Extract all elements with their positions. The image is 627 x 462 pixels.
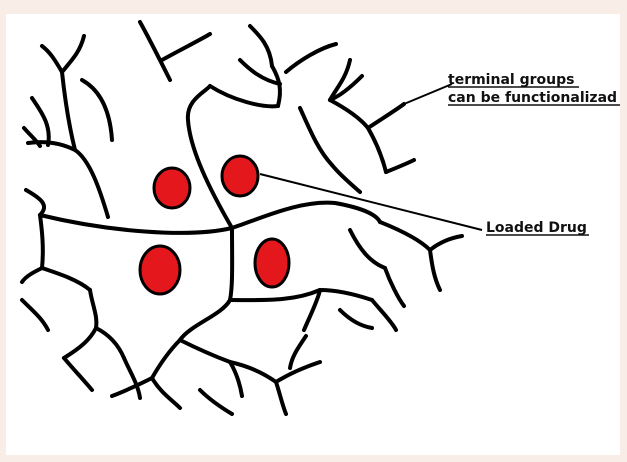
drug-molecule (255, 239, 289, 287)
branch (62, 72, 75, 150)
branch (42, 46, 62, 72)
branch (22, 300, 48, 330)
branch (386, 160, 414, 172)
branch (140, 22, 170, 80)
branch (42, 268, 90, 290)
terminal-groups-pointer (404, 84, 452, 104)
branch (272, 66, 280, 106)
branch (330, 100, 368, 128)
branch (300, 108, 332, 165)
branch (152, 340, 180, 378)
branch (152, 378, 180, 408)
core-branch (180, 228, 232, 340)
branch (332, 165, 360, 192)
branch (250, 26, 272, 66)
branch (26, 190, 44, 215)
core-branch (28, 142, 108, 217)
branch (350, 230, 385, 268)
branch (90, 290, 96, 328)
drug-molecule (140, 246, 180, 294)
branch (340, 310, 372, 328)
branch (368, 128, 386, 172)
branch (372, 300, 396, 330)
branch (40, 215, 43, 268)
branch (64, 328, 96, 358)
branch (430, 236, 462, 250)
branch (162, 34, 210, 60)
branch (368, 104, 404, 128)
drug-molecule (154, 168, 190, 208)
dendrimer-branches (22, 22, 462, 414)
branch (330, 76, 362, 100)
core-branch (188, 86, 232, 228)
branch (276, 362, 320, 382)
branch (22, 268, 42, 282)
branch (112, 378, 152, 396)
branch (286, 44, 336, 72)
branch (210, 86, 278, 106)
loaded-drug-pointer (260, 174, 482, 230)
annotation-labels: terminal groups can be functionalizad Lo… (448, 72, 620, 236)
branch (200, 390, 232, 414)
branch (276, 382, 286, 414)
branch (82, 80, 112, 140)
branch (64, 358, 92, 390)
branch (320, 290, 372, 300)
branch (430, 250, 440, 290)
branch (180, 340, 230, 362)
branch (62, 36, 84, 72)
branch (96, 328, 124, 358)
branch (290, 336, 306, 368)
branch (385, 268, 404, 306)
core-branch (230, 290, 320, 300)
drug-molecule (222, 156, 258, 196)
loaded-drug-label: Loaded Drug (486, 220, 587, 236)
branch (230, 362, 242, 396)
terminal-groups-label-line1: terminal groups (448, 72, 574, 88)
terminal-groups-label-line2: can be functionalizad (448, 90, 617, 106)
core-branch (40, 203, 380, 233)
branch (380, 222, 430, 250)
